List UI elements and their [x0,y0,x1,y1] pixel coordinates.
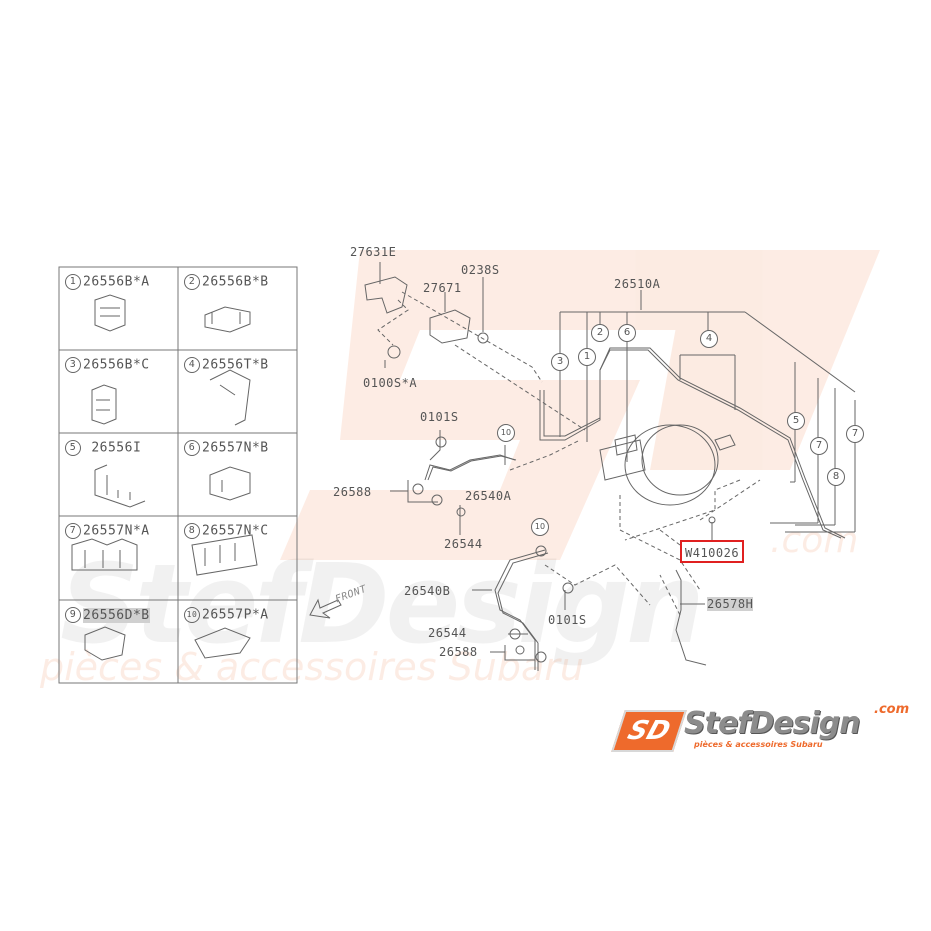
callout-number: 3 [65,357,81,373]
part-number: 26556B*B [202,274,269,290]
label-26510A: 26510A [614,277,661,291]
logo-name: StefDesign [684,706,861,741]
callout-2: 2 [591,324,609,342]
highlighted-part-box[interactable]: W410026 [680,540,745,563]
legend-cell-5: 5 26556I [65,440,141,456]
label-26540B: 26540B [404,584,451,598]
label-0101S-lower: 0101S [548,613,587,627]
label-27631E: 27631E [350,245,397,259]
callout-number: 2 [184,274,200,290]
label-26544-upper: 26544 [444,537,483,551]
part-number: 26557N*A [83,523,150,539]
callout-6: 6 [618,324,636,342]
part-number: 26556I [91,440,142,456]
part-number: 26557N*C [202,523,269,539]
callout-1: 1 [578,348,596,366]
label-26578H[interactable]: 26578H [707,597,754,611]
part-number: 26557N*B [202,440,269,456]
callout-number: 6 [184,440,200,456]
label-26588-upper: 26588 [333,485,372,499]
part-number: 26556B*C [83,357,150,373]
label-26544-lower: 26544 [428,626,467,640]
label-0100S-A: 0100S*A [363,376,418,390]
label-26540A: 26540A [465,489,512,503]
callout-number: 9 [65,607,81,623]
part-number: 26557P*A [202,607,269,623]
part-number: 26556B*A [83,274,150,290]
label-W410026: W410026 [685,546,740,560]
label-0238S: 0238S [461,263,500,277]
logo-tagline: pièces & accessoires Subaru [694,740,823,749]
logo-mark: SD [611,710,687,752]
callout-number: 8 [184,523,200,539]
watermark-brand: StefDesign [60,540,704,668]
callout-number: 7 [65,523,81,539]
callout-5: 5 [787,412,805,430]
callout-number: 1 [65,274,81,290]
callout-10-upper: 10 [497,424,515,442]
part-number-highlighted[interactable]: 26556D*B [83,607,150,623]
label-27671: 27671 [423,281,462,295]
watermark-domain: .com [770,520,859,561]
logo-domain: .com [874,702,910,717]
callout-8: 8 [827,468,845,486]
callout-10-lower: 10 [531,518,549,536]
callout-number: 4 [184,357,200,373]
callout-3: 3 [551,353,569,371]
stefdesign-logo[interactable]: SD StefDesign .com pièces & accessoires … [611,702,918,752]
label-26588-lower: 26588 [439,645,478,659]
callout-number: 5 [65,440,81,456]
label-0101S-upper: 0101S [420,410,459,424]
callout-4: 4 [700,330,718,348]
callout-7b: 7 [846,425,864,443]
callout-number: 10 [184,607,200,623]
part-number: 26556T*B [202,357,269,373]
callout-7a: 7 [810,437,828,455]
